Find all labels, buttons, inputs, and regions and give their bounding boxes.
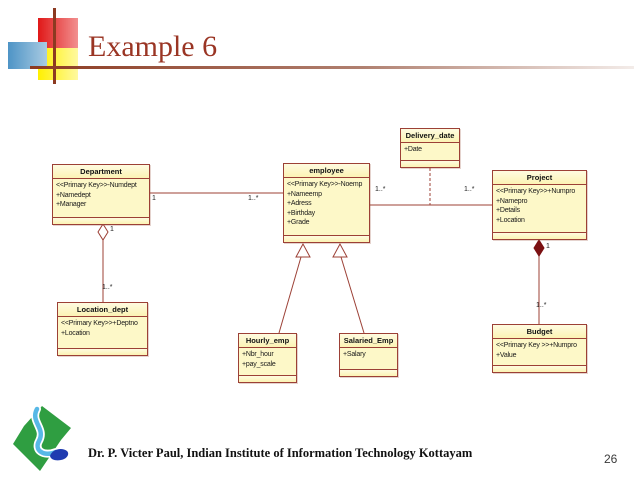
class-budget: Budget <<Primary Key >>+Numpro +Value (492, 324, 587, 373)
generalization-triangle-hourly-icon (295, 242, 311, 258)
class-title: Hourly_emp (239, 334, 296, 348)
class-empty-compartment (239, 375, 296, 382)
class-attribute: +Manager (56, 201, 87, 209)
class-attribute: +Salary (343, 351, 366, 358)
class-empty-compartment (493, 365, 586, 372)
class-hourly-emp: Hourly_emp +Nbr_hour +pay_scale (238, 333, 297, 383)
class-department: Department <<Primary Key>>-Numdept +Named… (52, 164, 150, 225)
class-attributes: <<Primary Key >>+Numpro +Value (493, 339, 586, 365)
class-attribute: +Nameemp (287, 190, 322, 198)
class-attribute: +Location (496, 216, 525, 224)
class-attributes: +Nbr_hour +pay_scale (239, 348, 296, 375)
multiplicity-label: 1..* (464, 186, 475, 193)
class-attributes: +Salary (340, 348, 397, 369)
class-empty-compartment (401, 160, 459, 167)
class-attribute: +Details (496, 207, 520, 215)
class-empty-compartment (53, 217, 149, 224)
multiplicity-label: 1..* (102, 284, 113, 291)
generalization-triangle-salaried-icon (332, 242, 348, 258)
slide-title: Example 6 (88, 30, 218, 63)
class-project: Project <<Primary Key>>+Numpro +Namepro +D… (492, 170, 587, 240)
class-attribute: <<Primary Key>>+Deptno (61, 320, 138, 327)
class-title: employee (284, 164, 369, 178)
class-attribute: +Adress (287, 200, 312, 208)
class-empty-compartment (58, 348, 147, 355)
class-attribute: +Namedept (56, 191, 91, 199)
multiplicity-label: 1 (152, 195, 156, 202)
institute-logo (13, 405, 71, 471)
class-title: Location_dept (58, 303, 147, 317)
class-empty-compartment (493, 232, 586, 239)
class-attributes: <<Primary Key>>-Noemp +Nameemp +Adress+Bir… (284, 178, 369, 235)
class-location-dept: Location_dept <<Primary Key>>+Deptno +Loc… (57, 302, 148, 356)
page-number: 26 (604, 452, 618, 466)
multiplicity-label: 1..* (536, 302, 547, 309)
generalization-line-hourly (278, 256, 302, 334)
multiplicity-label: 1 (546, 243, 550, 250)
composition-diamond-icon (533, 239, 545, 257)
decor-vertical-line (53, 8, 56, 84)
class-empty-compartment (284, 235, 369, 242)
multiplicity-label: 1..* (248, 195, 259, 202)
class-attribute: <<Primary Key>>-Numdept (56, 182, 137, 189)
class-attribute: +Date (404, 146, 422, 153)
class-attributes: <<Primary Key>>+Deptno +Location (58, 317, 147, 348)
class-attribute: +Value (496, 351, 517, 359)
class-title: Department (53, 165, 149, 179)
class-attribute: +pay_scale (242, 360, 276, 368)
title-underline (30, 66, 634, 69)
class-attribute: +Location (61, 329, 90, 337)
multiplicity-label: 1..* (375, 186, 386, 193)
class-attribute: +Birthday (287, 209, 315, 217)
aggregation-diamond-icon (97, 223, 109, 241)
class-attribute: <<Primary Key >>+Numpro (496, 342, 577, 349)
class-title: Project (493, 171, 586, 185)
class-attributes: <<Primary Key>>-Numdept +Namedept +Manager (53, 179, 149, 217)
footer-credit: Dr. P. Victer Paul, Indian Institute of … (88, 446, 473, 460)
class-attribute: +Grade (287, 219, 310, 227)
class-employee: employee <<Primary Key>>-Noemp +Nameemp +A… (283, 163, 370, 243)
generalization-line-salaried (340, 256, 365, 334)
decor-blue-square (8, 42, 47, 69)
class-title: Salaried_Emp (340, 334, 397, 348)
class-attributes: <<Primary Key>>+Numpro +Namepro +Details+L… (493, 185, 586, 232)
class-salaried-emp: Salaried_Emp +Salary (339, 333, 398, 377)
class-empty-compartment (340, 369, 397, 376)
class-attribute: <<Primary Key>>-Noemp (287, 181, 363, 188)
multiplicity-label: 1 (110, 226, 114, 233)
class-title: Budget (493, 325, 586, 339)
class-attribute: +Namepro (496, 197, 528, 205)
class-attributes: +Date (401, 143, 459, 160)
class-title: Delivery_date (401, 129, 459, 143)
class-attribute: <<Primary Key>>+Numpro (496, 188, 576, 195)
class-attribute: +Nbr_hour (242, 351, 274, 358)
class-delivery-date: Delivery_date +Date (400, 128, 460, 168)
